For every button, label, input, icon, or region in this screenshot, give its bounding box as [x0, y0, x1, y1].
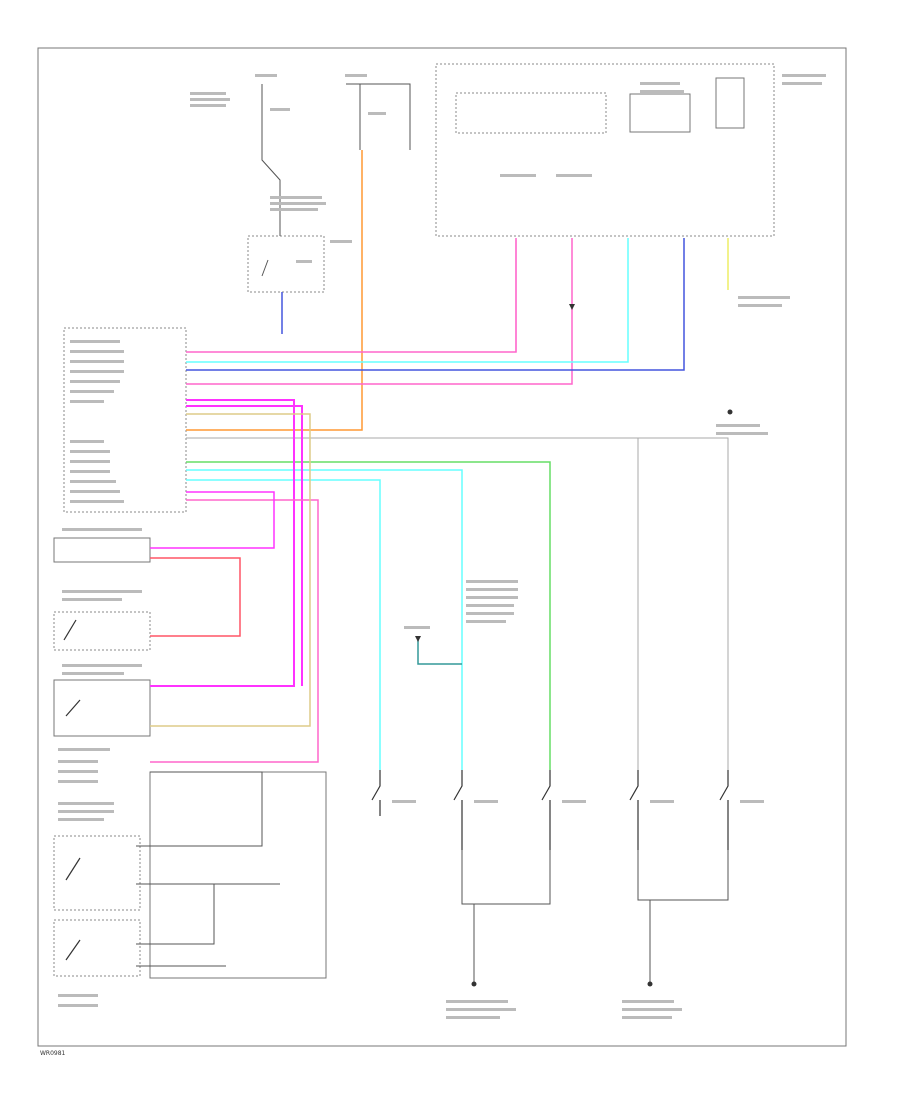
wire-cyan-mid — [186, 469, 463, 770]
switch-passenger — [65, 939, 81, 961]
switch-presence — [65, 857, 81, 881]
ground-top-right — [727, 409, 733, 415]
inner-box-left — [455, 92, 607, 134]
ground-bus-left — [461, 850, 551, 905]
box-passenger-seat — [53, 919, 141, 977]
wire-pink-serial — [150, 499, 319, 763]
diagram-frame — [37, 47, 847, 1047]
wire-fuse-right — [346, 83, 411, 150]
arrow-teal — [415, 636, 421, 642]
module-box-top-right — [435, 63, 775, 237]
box-seat-switch — [53, 679, 151, 737]
wire-cyan-top — [186, 238, 629, 363]
box-serial-data — [53, 537, 151, 563]
wire-teal — [417, 636, 462, 665]
switch-seat — [65, 699, 81, 717]
wire-fuse-left — [261, 84, 281, 236]
switch-brake — [63, 619, 77, 641]
inner-box-relay — [715, 77, 745, 129]
fine-print — [58, 74, 826, 1019]
inner-box-chip — [629, 93, 691, 133]
wire-tan — [150, 413, 311, 727]
wire-lower-grey-3 — [136, 884, 215, 945]
wire-green — [186, 461, 551, 770]
wire-orange — [186, 150, 363, 431]
ground-bus-right — [637, 850, 729, 901]
wire-blue-top — [186, 238, 685, 371]
ground-left-point — [471, 981, 477, 987]
box-passenger-presence — [53, 835, 141, 911]
wire-magenta-b — [186, 405, 303, 686]
wire-pink-1 — [186, 238, 517, 353]
wire-pink-2 — [186, 238, 573, 385]
wire-ign-switch — [261, 259, 269, 277]
wire-grey-bus — [186, 437, 729, 770]
wire-lower-grey — [136, 771, 263, 847]
wire-red — [150, 557, 241, 637]
wire-cyan-left — [186, 479, 381, 770]
arrow-pink-2 — [569, 304, 575, 310]
footer-code: WR0981 — [40, 1050, 66, 1057]
switch-row — [371, 770, 729, 850]
ground-right-point — [647, 981, 653, 987]
box-lower-group — [149, 771, 327, 979]
box-ignition-switch — [247, 235, 325, 293]
wire-magenta-serial — [150, 491, 275, 549]
box-brake-switch — [53, 611, 151, 651]
module-box-left — [63, 327, 187, 513]
wire-magenta-a — [150, 399, 295, 687]
